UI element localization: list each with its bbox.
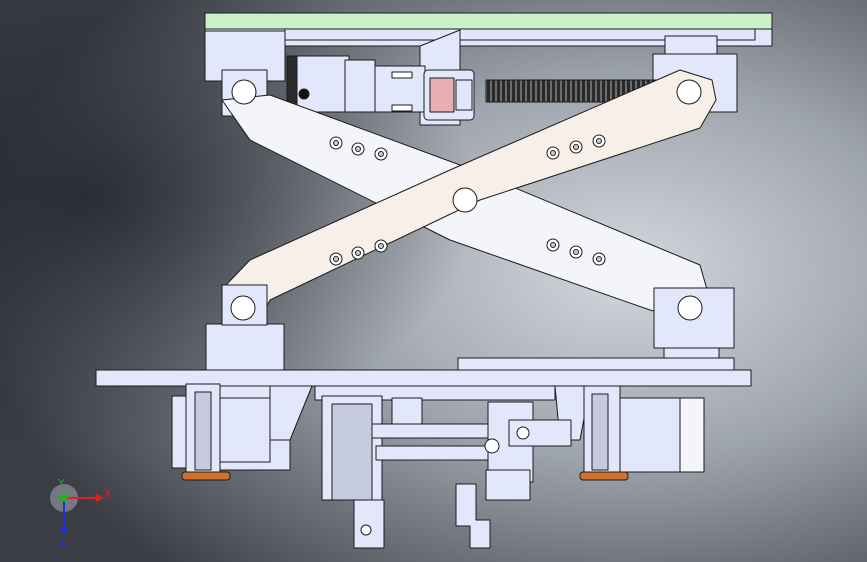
gripper-finger-right[interactable] [455, 483, 491, 549]
y-axis-dot-icon [60, 494, 68, 502]
z-axis-arrow-icon [60, 528, 68, 536]
left-leg-motor-case [219, 397, 271, 463]
gripper-finger-screw [360, 524, 372, 536]
x-axis-arrow-icon [96, 494, 104, 502]
upper-left-pivot-pin[interactable] [231, 79, 257, 105]
motor-encoder-icon [298, 88, 310, 100]
gripper-finger-left[interactable] [353, 499, 385, 549]
right-leg-motor-ribs [591, 393, 609, 471]
coordinate-triad: X Y Z [50, 477, 112, 548]
arm-bolt-holes [329, 134, 606, 266]
right-leg-foot[interactable] [579, 471, 629, 481]
gripper-housing-inner [331, 403, 373, 501]
gripper-linkage-pin [516, 426, 530, 440]
coupling-end [455, 79, 473, 111]
left-leg-motor-ribs [194, 391, 212, 471]
coupling-core [429, 77, 455, 113]
x-axis-label: X [104, 487, 112, 500]
lower-right-pivot-pin[interactable] [677, 295, 703, 321]
motor-flange [344, 59, 376, 113]
y-axis-label: Y [57, 477, 65, 490]
lower-left-pivot-pin[interactable] [230, 295, 256, 321]
left-leg-foot[interactable] [181, 471, 231, 481]
center-pivot-pin[interactable] [452, 187, 478, 213]
top-plate[interactable] [204, 12, 773, 30]
lower-rail [457, 357, 735, 371]
upper-right-slider-cap [664, 35, 718, 57]
motor-shaft-slot-lower [391, 104, 413, 112]
z-axis-label: Z [58, 535, 66, 548]
motor-shaft-slot [391, 71, 413, 79]
right-leg-motor-face [679, 397, 705, 473]
upper-right-pivot-pin[interactable] [676, 79, 702, 105]
lower-left-pivot-block[interactable] [205, 323, 285, 372]
gripper-finger-right-column [485, 469, 531, 501]
gripper-center-pin [484, 438, 500, 454]
